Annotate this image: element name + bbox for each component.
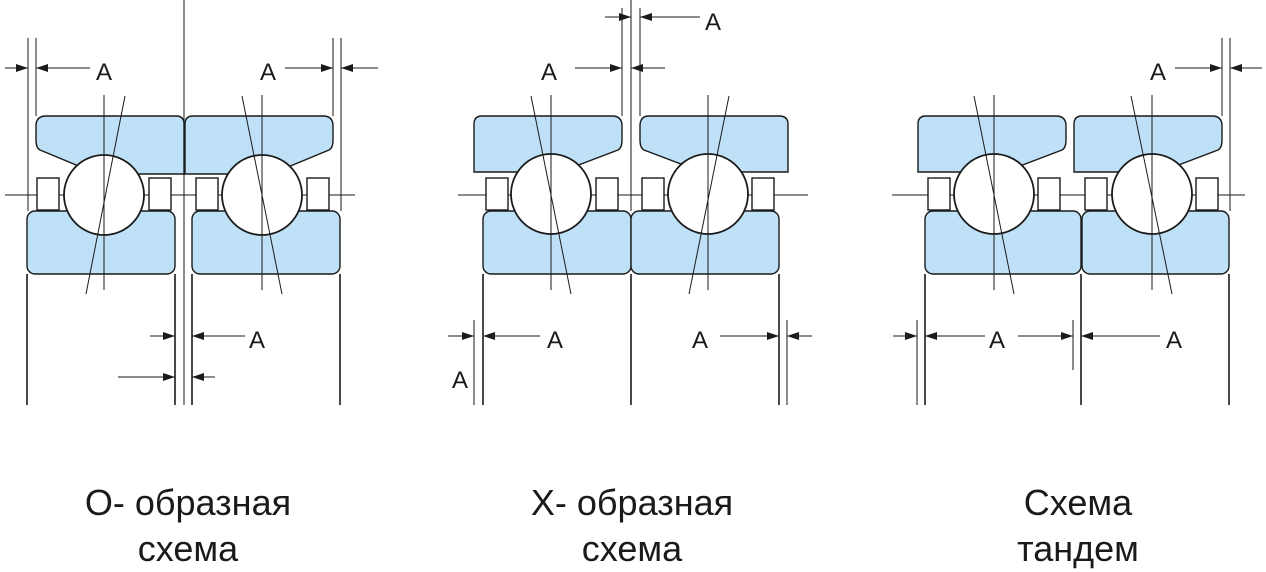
caption-line: О- образная bbox=[84, 482, 292, 523]
caption-line: схема bbox=[581, 528, 683, 569]
panel-o-type: A A A bbox=[5, 0, 378, 405]
dimension-label: A bbox=[1166, 327, 1182, 354]
caption-line: Схема bbox=[1023, 482, 1133, 523]
caption-o-type: О- образная схема bbox=[28, 480, 348, 572]
outer-ring-left bbox=[917, 115, 1067, 173]
outer-ring-left bbox=[473, 115, 623, 173]
dimension-label: A bbox=[260, 59, 276, 86]
outer-ring-left bbox=[35, 115, 185, 175]
outer-ring-right bbox=[639, 115, 789, 173]
outer-ring-right bbox=[1073, 115, 1223, 173]
dimension-label: A bbox=[541, 59, 557, 86]
dimension-label: A bbox=[989, 327, 1005, 354]
panel-x-type: A A A A A bbox=[448, 0, 812, 405]
panel-tandem: A A A bbox=[892, 38, 1262, 405]
caption-tandem: Схема тандем bbox=[918, 480, 1238, 572]
dimension-label: A bbox=[1150, 59, 1166, 86]
caption-x-type: Х- образная схема bbox=[472, 480, 792, 572]
outer-ring-right bbox=[184, 115, 334, 175]
caption-line: Х- образная bbox=[530, 482, 734, 523]
dimension-label: A bbox=[547, 327, 563, 354]
dimension-label: A bbox=[96, 59, 112, 86]
dimension-label: A bbox=[249, 327, 265, 354]
dimension-label: A bbox=[452, 367, 468, 394]
caption-line: схема bbox=[137, 528, 239, 569]
dimension-label: A bbox=[692, 327, 708, 354]
caption-line: тандем bbox=[1017, 528, 1139, 569]
dimension-label: A bbox=[705, 9, 721, 36]
